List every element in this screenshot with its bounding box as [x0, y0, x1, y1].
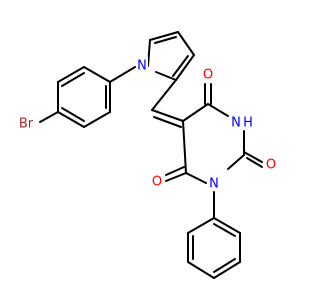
atom-o-top: O [203, 68, 213, 83]
bond [153, 116, 182, 128]
bond [155, 71, 177, 81]
atom-n-pyrrole: N [137, 59, 147, 74]
bond [172, 55, 189, 77]
atom-label-bg [13, 116, 39, 132]
bond [243, 151, 263, 163]
atom-h: H [243, 116, 253, 131]
molecule-structure-diagram: Br N O N H O O N [13, 31, 277, 279]
bond [213, 223, 236, 237]
bond [213, 217, 241, 234]
bond [227, 154, 245, 170]
bond [207, 103, 229, 117]
bond [213, 258, 236, 273]
bond [182, 120, 187, 174]
bond [165, 172, 187, 182]
bond [151, 109, 184, 122]
bond [57, 66, 85, 83]
bond [83, 66, 111, 83]
atom-n-phenyl: N [209, 177, 219, 192]
bond [149, 31, 179, 41]
bond [246, 157, 263, 168]
bond [109, 66, 136, 83]
atom-nh: N [231, 116, 241, 131]
bond [175, 54, 195, 81]
atom-o-right: O [266, 158, 276, 173]
bond [187, 261, 215, 279]
bond [39, 111, 59, 123]
bond [182, 103, 209, 122]
bond [83, 111, 111, 128]
bond [177, 31, 195, 56]
bond [57, 111, 85, 128]
bond [61, 107, 85, 122]
bond [61, 72, 85, 87]
bond [213, 261, 241, 279]
bond [165, 166, 185, 176]
atom-br: Br [19, 117, 34, 132]
bonds [39, 31, 263, 279]
bond [154, 36, 177, 44]
bond [147, 39, 151, 67]
atom-label-bg [136, 57, 148, 73]
bond [151, 79, 177, 111]
atom-labels: Br N O N H O O N [13, 57, 276, 192]
atom-o-left: O [152, 175, 162, 190]
bond [187, 217, 215, 234]
bond [185, 172, 207, 184]
